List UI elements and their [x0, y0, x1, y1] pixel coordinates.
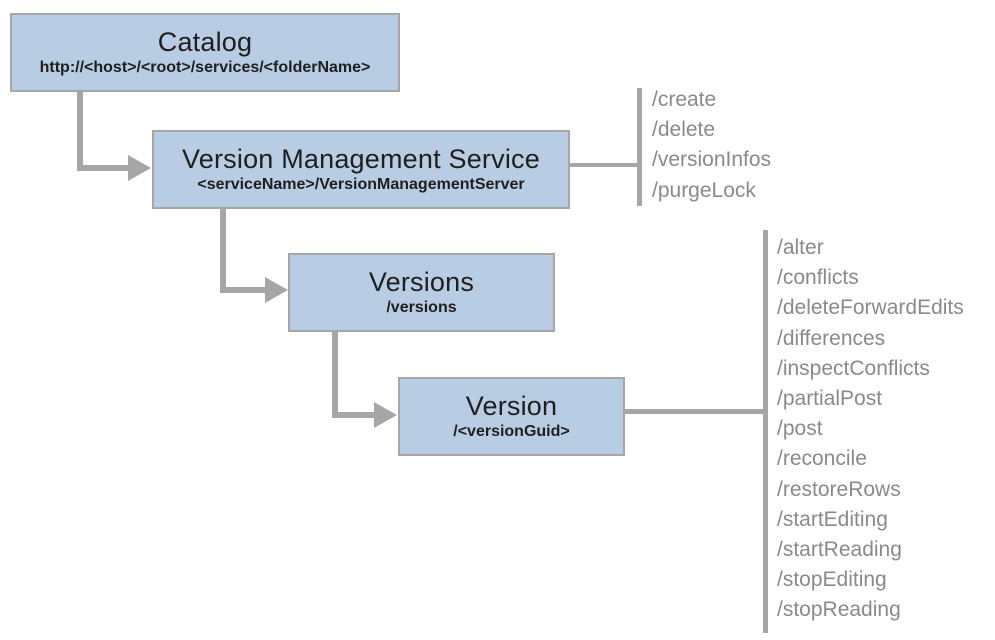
operation-label: /versionInfos — [652, 148, 772, 172]
connector-vms-to-versions-vertical — [220, 208, 226, 293]
connector-versions-to-version-vertical — [332, 331, 338, 418]
connector-catalog-to-vms-horizontal — [77, 165, 129, 171]
node-title: Catalog — [157, 26, 253, 57]
node-subtitle: <serviceName>/VersionManagementServer — [197, 176, 525, 194]
vms-operations-list: /create/delete/versionInfos/purgeLock — [652, 85, 771, 206]
node-title: Versions — [368, 266, 475, 297]
version-operations-list: /alter/conflicts/deleteForwardEdits/diff… — [777, 233, 964, 626]
node-title: Version Management Service — [182, 143, 540, 174]
operation-label: /startReading — [777, 538, 902, 562]
operations-rail-vms — [637, 88, 642, 206]
arrowhead-icon — [374, 402, 397, 428]
operation-label: /stopEditing — [777, 568, 887, 592]
arrowhead-icon — [128, 155, 151, 181]
connector-catalog-to-vms-vertical — [77, 91, 83, 171]
arrowhead-icon — [265, 277, 288, 303]
operation-label: /alter — [777, 236, 824, 259]
node-subtitle: http://<host>/<root>/services/<folderNam… — [39, 59, 371, 77]
node-version-management-service: Version Management Service <serviceName>… — [152, 130, 570, 209]
operations-rail-version — [763, 230, 768, 633]
operation-label: /conflicts — [777, 266, 859, 290]
operation-label: /deleteForwardEdits — [777, 296, 964, 320]
operation-label: /inspectConflicts — [777, 356, 930, 380]
operation-label: /create — [652, 88, 717, 111]
operation-label: /partialPost — [777, 387, 883, 411]
operation-label: /delete — [652, 118, 716, 142]
connector-vms-to-operations — [570, 163, 638, 167]
operation-label: /startEditing — [777, 507, 888, 531]
connector-versions-to-version-horizontal — [332, 412, 375, 418]
operation-label: /restoreRows — [777, 477, 901, 501]
operation-label: /post — [777, 417, 823, 441]
node-subtitle: /<versionGuid> — [453, 423, 570, 441]
operation-label: /purgeLock — [652, 178, 756, 202]
node-title: Version — [465, 390, 558, 421]
node-subtitle: /versions — [386, 299, 457, 317]
node-version: Version /<versionGuid> — [398, 377, 625, 456]
operation-label: /reconcile — [777, 447, 867, 471]
node-versions: Versions /versions — [288, 253, 555, 332]
node-catalog: Catalog http://<host>/<root>/services/<f… — [10, 13, 400, 92]
operation-label: /stopReading — [777, 598, 901, 622]
operation-label: /differences — [777, 326, 886, 350]
connector-version-to-operations — [625, 409, 764, 414]
connector-vms-to-versions-horizontal — [220, 287, 266, 293]
